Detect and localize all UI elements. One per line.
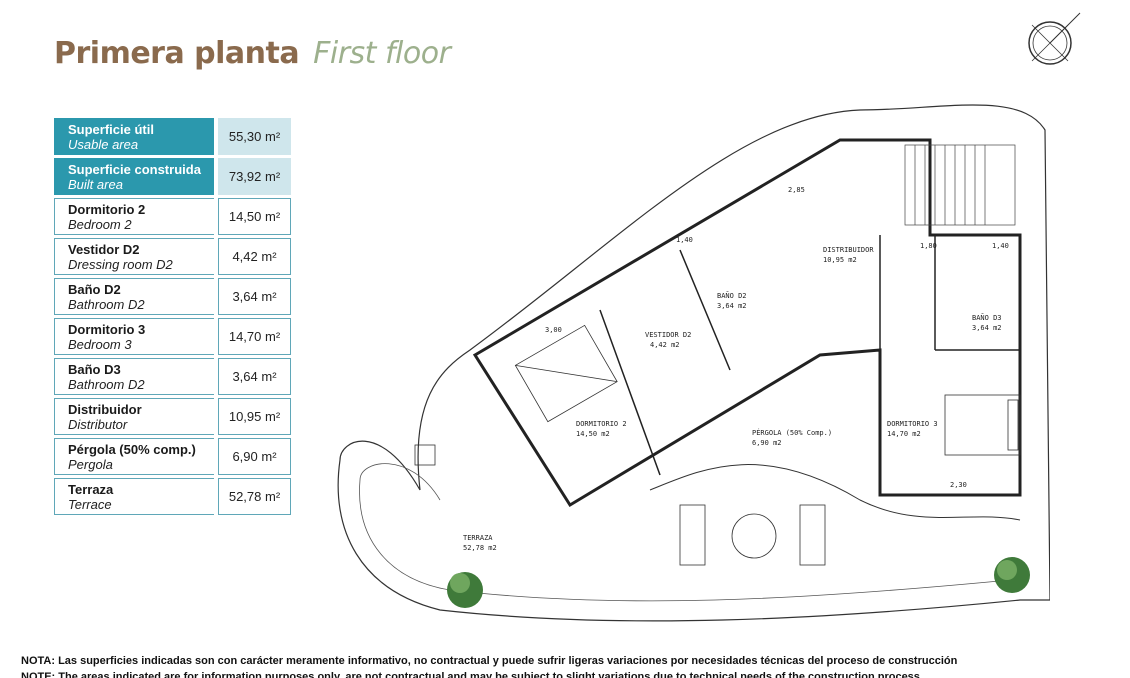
area-name-en: Dressing room D2: [68, 257, 173, 272]
label-bano-d3: BAÑO D3: [972, 313, 1002, 322]
area-name-es: Pérgola (50% comp.): [68, 442, 196, 457]
area-name-en: Distributor: [68, 417, 128, 432]
label-bano-d3-area: 3,64 m2: [972, 324, 1002, 332]
area-name-en: Bedroom 2: [68, 217, 132, 232]
area-value: 3,64 m²: [218, 278, 291, 315]
tree-icon-left: [447, 572, 483, 608]
area-value: 55,30 m²: [218, 118, 291, 155]
area-name-es: Superficie útil: [68, 122, 154, 137]
area-name-en: Pergola: [68, 457, 113, 472]
area-name-es: Dormitorio 3: [68, 322, 146, 337]
area-name-es: Baño D2: [68, 282, 121, 297]
label-vestidor: VESTIDOR D2: [645, 331, 691, 339]
label-distribuidor: DISTRIBUIDOR: [823, 246, 874, 254]
dimension-label: 3,00: [545, 326, 562, 334]
title-spanish: Primera planta: [54, 36, 300, 71]
pergola-wave: [649, 464, 1021, 521]
title-english: First floor: [313, 36, 451, 71]
area-name-es: Vestidor D2: [68, 242, 140, 257]
area-value: 73,92 m²: [218, 158, 291, 195]
area-value: 6,90 m²: [218, 438, 291, 475]
area-name-en: Bathroom D2: [68, 297, 145, 312]
stairs: [904, 144, 1016, 226]
label-dormitorio3: DORMITORIO 3: [887, 420, 938, 428]
area-name-es: Baño D3: [68, 362, 121, 377]
dimension-label: 1,80: [920, 242, 937, 250]
label-terraza-area: 52,78 m2: [463, 544, 497, 552]
terrace-furniture: [414, 444, 826, 566]
area-value: 14,70 m²: [218, 318, 291, 355]
label-pergola: PÉRGOLA (50% Comp.): [752, 428, 832, 437]
label-bano-d2-area: 3,64 m2: [717, 302, 747, 310]
area-value: 52,78 m²: [218, 478, 291, 515]
dimension-label: 2,85: [788, 186, 805, 194]
area-value: 3,64 m²: [218, 358, 291, 395]
label-vestidor-area: 4,42 m2: [650, 341, 680, 349]
area-name-es: Superficie construida: [68, 162, 201, 177]
area-name-en: Bedroom 3: [68, 337, 132, 352]
area-value: 14,50 m²: [218, 198, 291, 235]
area-name-en: Usable area: [68, 137, 139, 152]
label-dormitorio2: DORMITORIO 2: [576, 420, 627, 428]
area-name-es: Dormitorio 2: [68, 202, 146, 217]
label-pergola-area: 6,90 m2: [752, 439, 782, 447]
disclaimer-note: NOTA: Las superficies indicadas son con …: [21, 655, 958, 667]
bed-dormitorio-3: [944, 394, 1021, 456]
area-name-en: Bathroom D2: [68, 377, 145, 392]
dimension-label: 2,30: [950, 481, 967, 489]
bed-dormitorio-2: [514, 324, 618, 423]
disclaimer-note-english: NOTE: The areas indicated are for inform…: [21, 671, 920, 678]
area-label: Pérgola (50% comp.)Pergola: [54, 438, 214, 475]
building-walls: [472, 138, 1022, 508]
label-bano-d2: BAÑO D2: [717, 291, 747, 300]
area-name-es: Distribuidor: [68, 402, 142, 417]
floor-plan: DISTRIBUIDOR 10,95 m2 BAÑO D2 3,64 m2 BA…: [337, 104, 1050, 622]
label-dormitorio2-area: 14,50 m2: [576, 430, 610, 438]
label-dormitorio3-area: 14,70 m2: [887, 430, 921, 438]
area-value: 10,95 m²: [218, 398, 291, 435]
label-distribuidor-area: 10,95 m2: [823, 256, 857, 264]
dimension-label: 1,40: [676, 236, 693, 244]
terrace-boundary: [337, 104, 1050, 622]
dimension-label: 1,40: [992, 242, 1009, 250]
tree-icon-right: [994, 557, 1030, 593]
area-name-en: Built area: [68, 177, 123, 192]
area-value: 4,42 m²: [218, 238, 291, 275]
page-title: Primera planta First floor: [54, 36, 451, 71]
area-name-es: Terraza: [68, 482, 114, 497]
label-terraza: TERRAZA: [463, 534, 493, 542]
north-compass-icon: [1028, 12, 1081, 65]
area-name-en: Terrace: [68, 497, 112, 512]
